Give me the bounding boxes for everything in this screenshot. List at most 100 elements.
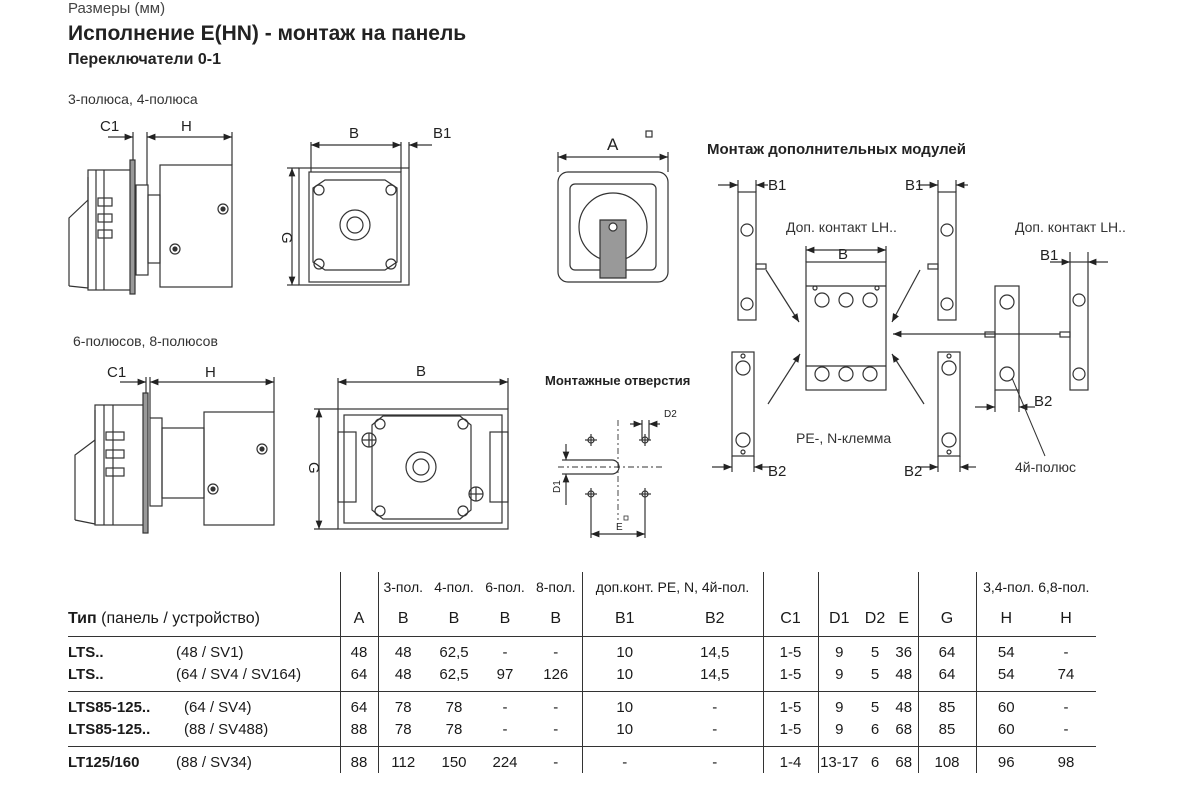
cell-type-mount: (64 / SV4 / SV164) xyxy=(176,665,302,683)
dim-b1-aux2: B1 xyxy=(905,177,923,194)
dim-b-68: B xyxy=(416,363,426,380)
label-aux-modules-title: Монтаж дополнительных модулей xyxy=(707,141,966,158)
cell-value: - xyxy=(1063,643,1069,661)
cell-type-name: LT125/160 xyxy=(68,753,140,771)
cell-value: 1-5 xyxy=(762,636,818,663)
col-header-3: B xyxy=(480,602,530,637)
cell-value: 68 xyxy=(895,720,913,738)
cell-value: 85 xyxy=(917,691,976,718)
cell-value: 64 xyxy=(917,663,976,685)
cell-value: 54 xyxy=(975,636,1036,663)
cell-value: 68 xyxy=(895,753,913,771)
cell-value: 60 xyxy=(975,691,1036,718)
table-group-header: 3-пол. 4-пол. 6-пол. 8-пол. доп.конт. PE… xyxy=(68,572,1096,602)
front-view-3-4-pole xyxy=(287,141,432,286)
cell-type: LTS.. (64 / SV4 / SV164) xyxy=(68,663,340,685)
cell-value: - xyxy=(553,643,559,661)
cell-value: - xyxy=(502,698,508,716)
cell-value: 1-5 xyxy=(762,663,818,685)
side-view-6-8-pole xyxy=(74,377,275,534)
col-header-2: B xyxy=(428,602,480,637)
cell-value: 10 xyxy=(581,636,667,663)
cell-value: - xyxy=(1063,698,1069,716)
dim-h-68: H xyxy=(205,364,216,381)
dim-b: B xyxy=(349,125,359,142)
cell-value: 1-4 xyxy=(762,746,818,773)
cell-value: 1-5 xyxy=(762,718,818,740)
page-title: Исполнение E(HN) - монтаж на панель xyxy=(68,22,467,45)
cell-value: 62,5 xyxy=(439,665,469,683)
dim-b2-pe1: B2 xyxy=(768,463,786,480)
cell-value: 62,5 xyxy=(439,643,469,661)
hdr-type-bold: Тип xyxy=(68,610,97,627)
cell-value: 6 xyxy=(870,720,880,738)
cell-type: LTS85-125.. (88 / SV488) xyxy=(68,718,340,740)
hdr-type: Тип (панель / устройство) xyxy=(68,602,340,637)
cell-value: 36 xyxy=(895,643,913,661)
hdr-pol3: 3-пол. xyxy=(377,572,428,602)
col-header-7: C1 xyxy=(762,602,818,637)
label-pe-n-terminal: PE-, N-клемма xyxy=(796,430,892,446)
cell-value: 54 xyxy=(975,663,1036,685)
sizes-label: Размеры (мм) xyxy=(68,0,166,17)
cell-type-mount: (88 / SV488) xyxy=(184,720,269,738)
cell-value: 9 xyxy=(817,636,860,663)
hdr-pol6: 6-пол. xyxy=(485,579,525,595)
col-header-12: H xyxy=(975,602,1036,637)
hdr-pol8: 8-пол. xyxy=(535,579,576,595)
cell-value: - xyxy=(502,720,508,738)
dim-b1: B1 xyxy=(433,125,451,142)
cell-value: 9 xyxy=(817,718,860,740)
cell-value: - xyxy=(712,698,718,716)
cell-value: 9 xyxy=(817,663,860,685)
col-header-13: H xyxy=(1036,602,1096,637)
cell-value: 60 xyxy=(975,718,1036,740)
dim-b2-pe2: B2 xyxy=(904,463,922,480)
cell-value: 1-5 xyxy=(762,691,818,718)
cell-value: 5 xyxy=(870,698,880,716)
cell-value: 6 xyxy=(870,753,880,771)
dim-b-aux: B xyxy=(838,246,848,263)
hdr-h-group: 3,4-пол. 6,8-пол. xyxy=(975,572,1096,602)
cell-value: 48 xyxy=(377,636,428,663)
cell-value: 14,5 xyxy=(700,643,730,661)
page-subtitle: Переключатели 0-1 xyxy=(68,51,221,68)
dim-g-68: G xyxy=(305,462,322,474)
label-poles-3-4: 3-полюса, 4-полюса xyxy=(68,91,198,107)
cell-type: LTS85-125..(64 / SV4) xyxy=(68,692,340,719)
cell-value: 150 xyxy=(441,753,467,771)
cell-value: - xyxy=(553,753,559,771)
side-view-3-4-pole xyxy=(68,132,233,295)
cell-value: 9 xyxy=(817,691,860,718)
cell-value: 97 xyxy=(496,665,514,683)
cell-type-name: LTS.. xyxy=(68,665,104,683)
cell-value: 13-17 xyxy=(817,746,860,773)
dimension-table: 3-пол. 4-пол. 6-пол. 8-пол. доп.конт. PE… xyxy=(68,572,1096,773)
hdr-pol4: 4-пол. xyxy=(434,579,474,595)
label-poles-6-8: 6-полюсов, 8-полюсов xyxy=(73,333,218,349)
label-mounting-holes: Монтажные отверстия xyxy=(545,373,691,388)
front-view-6-8-pole xyxy=(314,378,509,530)
technical-drawings: C1 H B B1 G A C1 H B G D2 D1 E B1 B1 B B… xyxy=(68,118,1108,538)
cell-value: 10 xyxy=(581,663,667,685)
dim-b2-4pole: B2 xyxy=(1034,393,1052,410)
dim-c1-68: C1 xyxy=(107,364,126,381)
col-header-6: B2 xyxy=(667,602,763,637)
cell-value: - xyxy=(553,698,559,716)
dim-b1-aux1: B1 xyxy=(768,177,786,194)
cell-value: - xyxy=(553,720,559,738)
col-header-1: B xyxy=(377,602,428,637)
cell-value: 48 xyxy=(895,665,913,683)
cell-value: 14,5 xyxy=(700,665,730,683)
cell-value: 74 xyxy=(1057,665,1075,683)
dim-b1-aux3: B1 xyxy=(1040,247,1058,264)
cell-value: 5 xyxy=(870,643,880,661)
dim-g: G xyxy=(278,232,295,244)
cell-type-mount: (64 / SV4) xyxy=(184,698,252,716)
cell-value: - xyxy=(502,643,508,661)
cell-type-name: LTS85-125.. xyxy=(68,720,151,738)
col-header-9: D2 xyxy=(860,602,890,637)
